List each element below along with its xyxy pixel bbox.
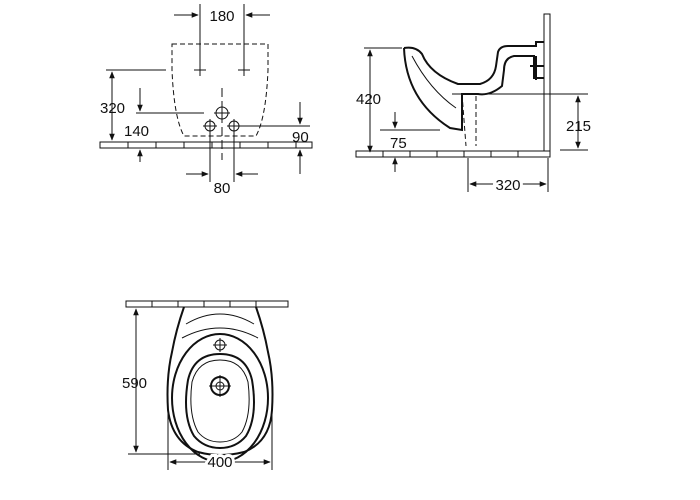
top-dim-depth-left: 590 — [122, 375, 147, 392]
top-outer-body — [166, 306, 274, 456]
front-fixing-holes — [194, 64, 250, 76]
front-dim-width-top: 180 — [209, 8, 234, 25]
side-wall — [543, 13, 551, 155]
side-dim-height-low: 75 — [390, 135, 407, 152]
side-dim-height-left: 420 — [356, 91, 381, 108]
side-floor-strip — [355, 150, 551, 158]
side-view: 420 75 215 320 — [355, 13, 591, 197]
front-dim-height-left: 320 — [100, 100, 125, 117]
top-wall-strip — [125, 300, 289, 308]
side-dim-height-right: 215 — [566, 118, 591, 135]
front-dim-width-bottom: 80 — [214, 180, 231, 197]
front-dim-height-small: 140 — [124, 123, 149, 140]
top-view: 590 400 — [122, 300, 289, 474]
front-wall-strip — [99, 141, 313, 149]
top-bowl — [185, 352, 255, 450]
front-view: 180 320 140 90 80 — [99, 4, 313, 197]
front-dim-height-right: 90 — [292, 129, 309, 146]
side-dim-depth-bottom: 320 — [495, 177, 520, 194]
top-dim-width-bottom: 400 — [207, 454, 232, 471]
front-bidet-outline — [171, 43, 269, 137]
